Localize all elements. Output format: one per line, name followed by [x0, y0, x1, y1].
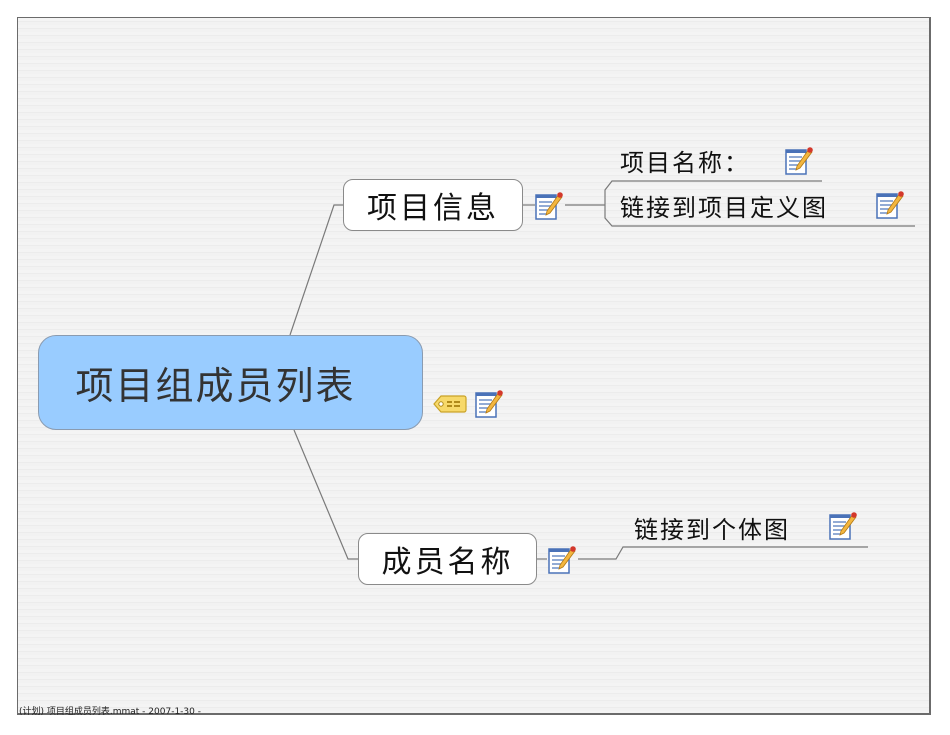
central-topic[interactable]: 项目组成员列表	[38, 335, 423, 430]
branch-topic-label: 成员名称	[381, 545, 514, 580]
tag-icon[interactable]	[433, 393, 467, 415]
mindmap-canvas	[17, 17, 931, 715]
branch-topic-label: 项目信息	[367, 191, 499, 226]
note-icon[interactable]	[829, 511, 857, 541]
subtopic-label: 项目名称：	[620, 149, 750, 177]
note-icon[interactable]	[876, 190, 904, 220]
branch-topic-project-info[interactable]: 项目信息	[343, 179, 523, 231]
page-footer: (计划) 项目组成员列表.mmat - 2007-1-30 -	[19, 707, 201, 717]
subtopic-label: 链接到项目定义图	[620, 194, 828, 222]
subtopic-label: 链接到个体图	[634, 516, 790, 544]
note-icon[interactable]	[535, 191, 563, 221]
central-topic-label: 项目组成员列表	[75, 364, 356, 408]
note-icon[interactable]	[548, 545, 576, 575]
subtopic-link-individual[interactable]: 链接到个体图	[634, 515, 790, 545]
branch-topic-member-name[interactable]: 成员名称	[358, 533, 537, 585]
note-icon[interactable]	[475, 389, 503, 419]
note-icon[interactable]	[785, 146, 813, 176]
subtopic-link-project-definition[interactable]: 链接到项目定义图	[620, 193, 828, 223]
subtopic-project-name[interactable]: 项目名称：	[620, 148, 750, 178]
